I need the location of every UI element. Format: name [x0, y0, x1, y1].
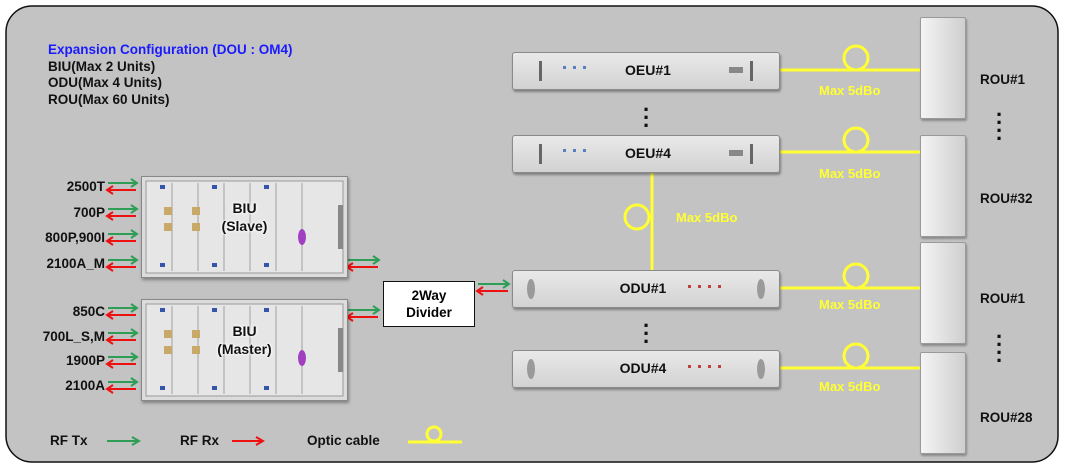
- rou-unit: [920, 242, 966, 344]
- two-way-divider: 2Way Divider: [383, 281, 475, 327]
- oeu-last-unit: OEU#4: [512, 135, 780, 173]
- odu-last-label: ODU#4: [619, 360, 667, 376]
- odu-last-unit: ODU#4: [512, 350, 780, 388]
- ellipsis-dots: ....: [995, 96, 1003, 145]
- ellipsis-dots: ...: [642, 307, 650, 348]
- rou-group2-last-label: ROU#28: [980, 410, 1033, 425]
- config-line-rou: ROU(Max 60 Units): [48, 91, 170, 107]
- port-label: 800P,900I: [45, 230, 105, 245]
- port-label: 700P: [73, 205, 105, 220]
- biu-master-label: BIU (Master): [142, 322, 347, 358]
- divider-label-line: Divider: [406, 305, 452, 320]
- port-label: 1900P: [65, 353, 105, 368]
- rou-unit: [920, 135, 966, 237]
- biu-label-line: BIU: [232, 323, 257, 339]
- rou-group1-first-label: ROU#1: [980, 72, 1026, 87]
- rack-graphic: [527, 279, 765, 299]
- loss-label: Max 5dBo: [819, 379, 881, 394]
- loss-label: Max 5dBo: [819, 83, 881, 98]
- loss-label: Max 5dBo: [819, 166, 881, 181]
- legend-optic-cable: Optic cable: [307, 433, 380, 448]
- biu-slave-unit: BIU (Slave): [141, 176, 348, 278]
- rou-group1-last-label: ROU#32: [980, 191, 1033, 206]
- ellipsis-dots: ....: [995, 318, 1003, 367]
- biu-rack-graphic: [145, 303, 344, 397]
- ellipsis-dots: ...: [642, 91, 650, 132]
- biu-label-line: (Master): [217, 341, 272, 357]
- port-label: 2100A: [65, 378, 105, 393]
- divider-label-line: 2Way: [411, 288, 447, 303]
- config-title: Expansion Configuration (DOU : OM4): [48, 42, 293, 57]
- oeu-first-label: OEU#1: [625, 62, 671, 78]
- port-label: 2500T: [66, 179, 105, 194]
- biu-slave-label: BIU (Slave): [142, 199, 347, 235]
- config-info: Expansion Configuration (DOU : OM4) BIU(…: [48, 42, 293, 108]
- oeu-last-label: OEU#4: [625, 145, 671, 161]
- legend-rf-tx: RF Tx: [50, 433, 88, 448]
- rack-graphic: [539, 144, 753, 164]
- config-line-biu: BIU(Max 2 Units): [48, 58, 156, 74]
- biu-master-unit: BIU (Master): [141, 299, 348, 401]
- legend-rf-rx: RF Rx: [180, 433, 220, 448]
- rou-group2-first-label: ROU#1: [980, 291, 1026, 306]
- rou-unit: [920, 352, 966, 454]
- biu-rack-graphic: [145, 180, 344, 274]
- biu-label-line: BIU: [232, 200, 257, 216]
- biu-label-line: (Slave): [221, 218, 268, 234]
- odu-first-unit: ODU#1: [512, 270, 780, 308]
- rack-graphic: [527, 359, 765, 379]
- port-label: 2100A_M: [46, 256, 105, 271]
- oeu-first-unit: OEU#1: [512, 52, 780, 90]
- rack-graphic: [539, 61, 753, 81]
- port-label: 850C: [72, 304, 105, 319]
- config-line-odu: ODU(Max 4 Units): [48, 75, 163, 90]
- odu-first-label: ODU#1: [619, 280, 667, 296]
- loss-label: Max 5dBo: [676, 210, 738, 225]
- loss-label: Max 5dBo: [819, 297, 881, 312]
- rou-unit: [920, 17, 966, 119]
- port-label: 700L_S,M: [42, 329, 105, 344]
